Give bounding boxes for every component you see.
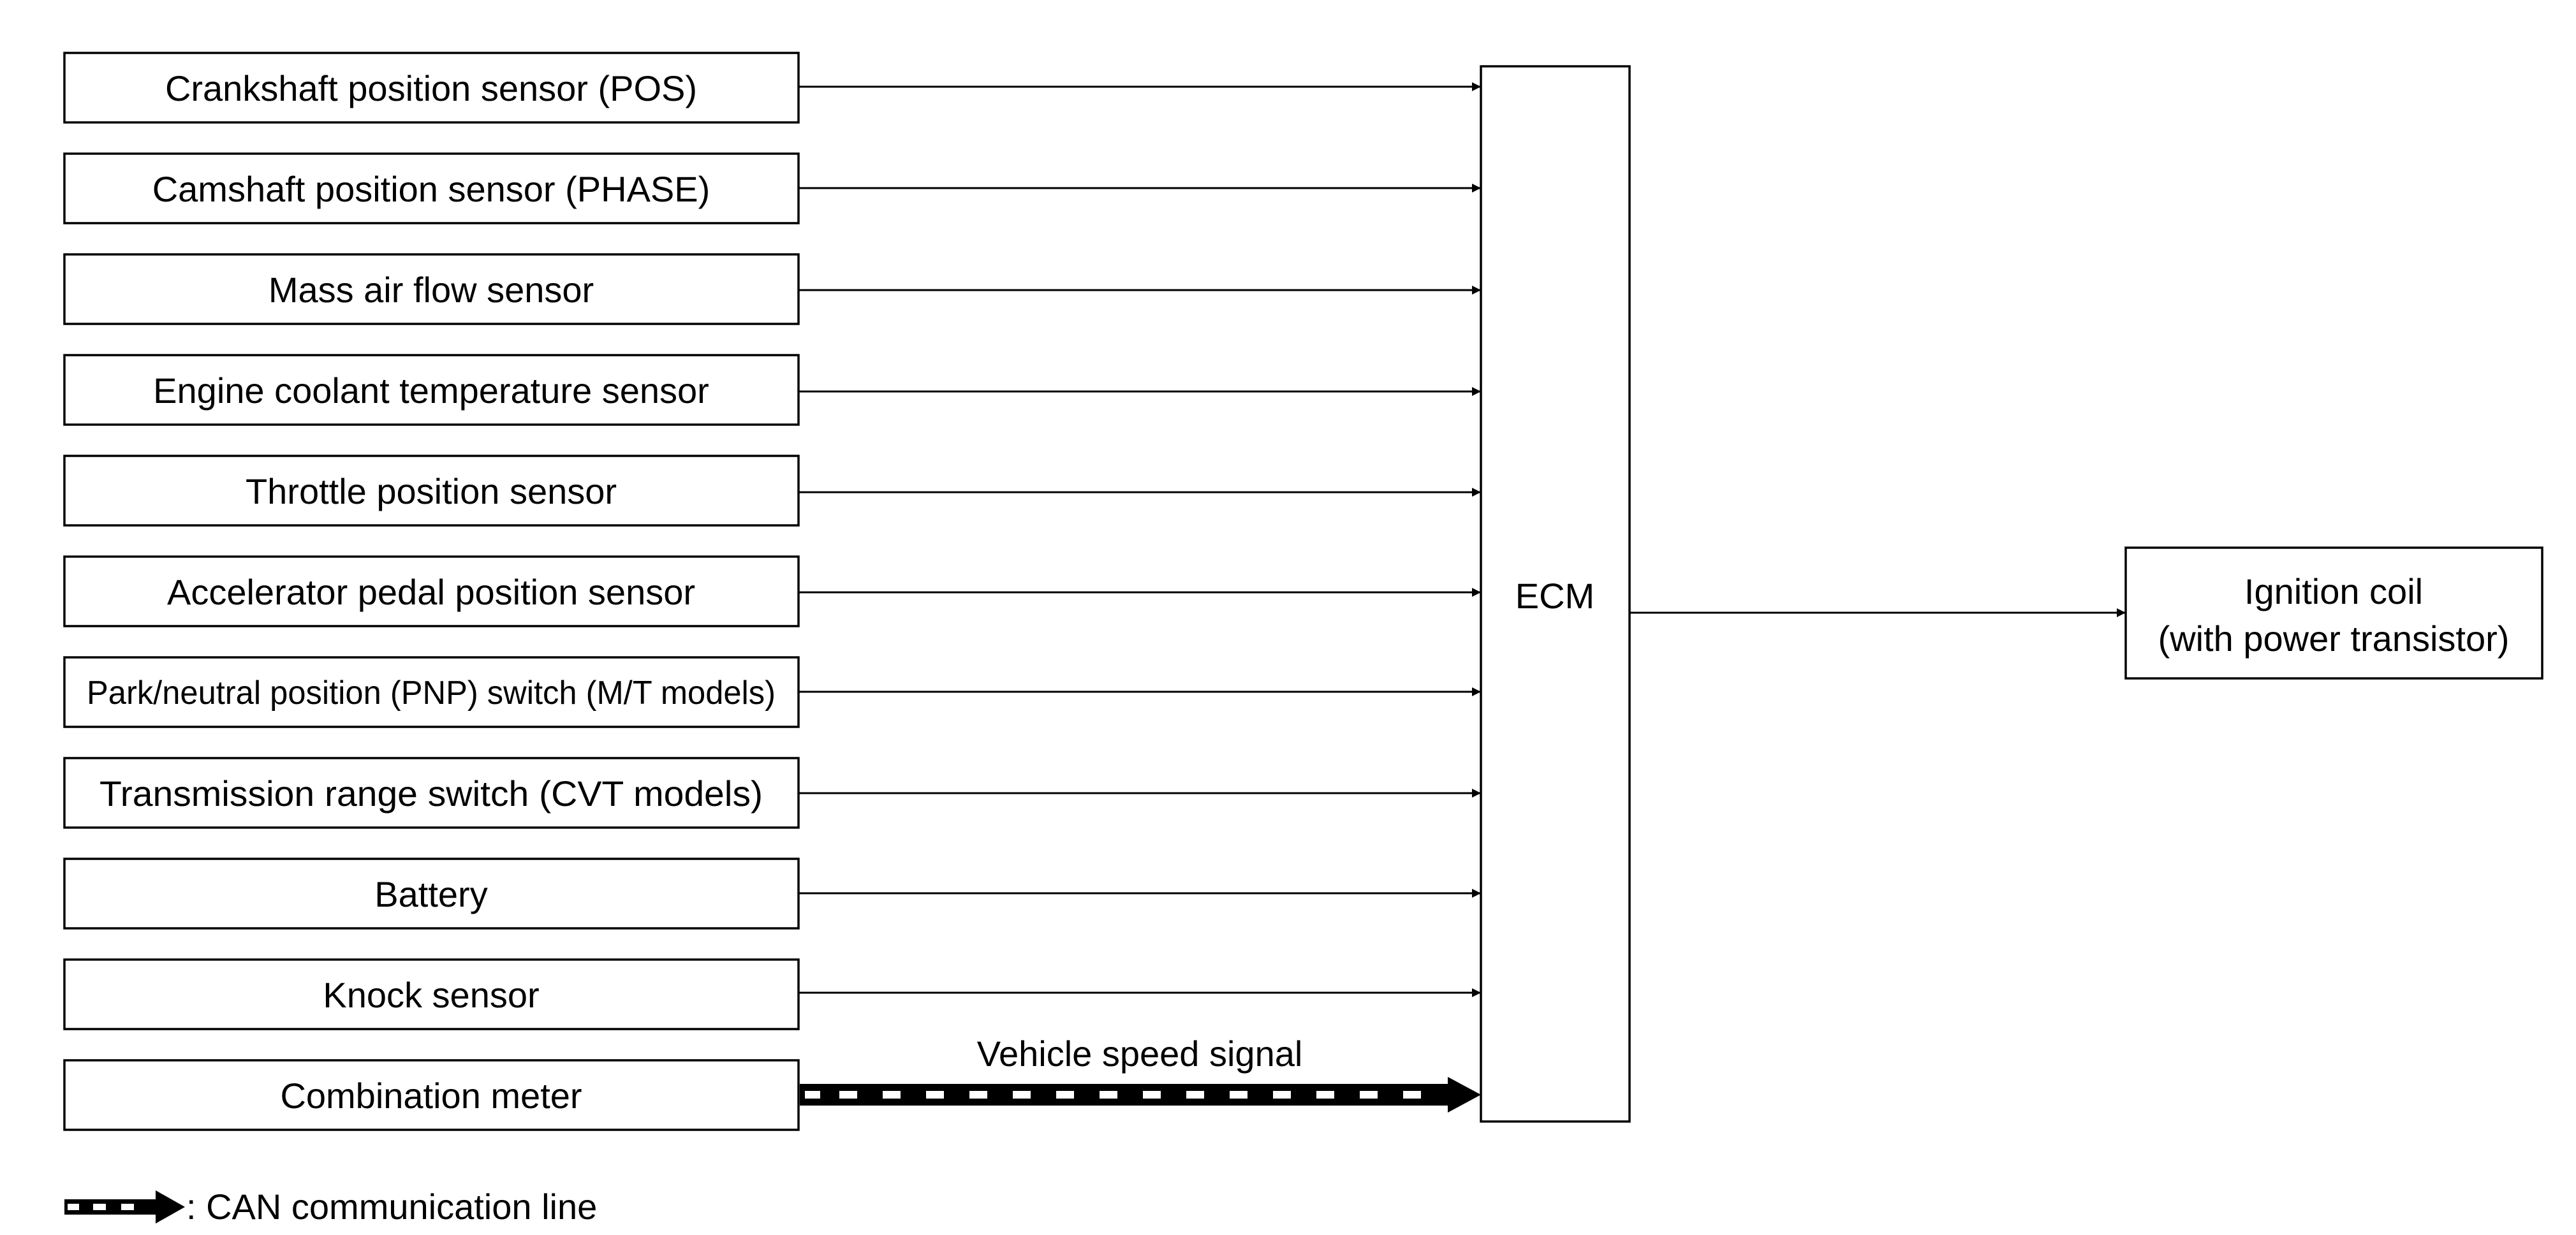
- input-box-7: Transmission range switch (CVT models): [63, 757, 800, 829]
- input-label-0: Crankshaft position sensor (POS): [165, 68, 697, 108]
- ignition-coil-label: Ignition coil: [2244, 571, 2423, 611]
- can-line-arrow: [800, 1077, 1481, 1113]
- input-box-4: Throttle position sensor: [63, 455, 800, 527]
- input-label-10: Combination meter: [280, 1076, 582, 1116]
- input-box-5: Accelerator pedal position sensor: [63, 555, 800, 627]
- input-label-5: Accelerator pedal position sensor: [167, 572, 695, 612]
- input-box-9: Knock sensor: [63, 958, 800, 1030]
- input-label-9: Knock sensor: [323, 975, 539, 1015]
- input-label-8: Battery: [374, 874, 487, 914]
- input-label-4: Throttle position sensor: [246, 471, 617, 511]
- input-box-8: Battery: [63, 858, 800, 930]
- can-signal-label: Vehicle speed signal: [977, 1034, 1303, 1074]
- input-box-0: Crankshaft position sensor (POS): [63, 52, 800, 124]
- input-label-3: Engine coolant temperature sensor: [153, 370, 709, 411]
- legend-can-symbol: [64, 1190, 185, 1224]
- input-label-6: Park/neutral position (PNP) switch (M/T …: [87, 675, 776, 712]
- ecm-box: ECM: [1480, 65, 1631, 1123]
- input-box-1: Camshaft position sensor (PHASE): [63, 152, 800, 224]
- input-box-10: Combination meter: [63, 1059, 800, 1131]
- input-label-7: Transmission range switch (CVT models): [99, 773, 763, 814]
- input-box-6: Park/neutral position (PNP) switch (M/T …: [63, 656, 800, 728]
- ecm-label: ECM: [1515, 576, 1594, 616]
- input-box-2: Mass air flow sensor: [63, 253, 800, 325]
- input-box-3: Engine coolant temperature sensor: [63, 354, 800, 426]
- ignition-coil-box: Ignition coil (with power transistor): [2124, 546, 2543, 680]
- input-label-2: Mass air flow sensor: [269, 270, 594, 310]
- legend-text: : CAN communication line: [186, 1187, 597, 1227]
- input-label-1: Camshaft position sensor (PHASE): [152, 169, 710, 209]
- ignition-coil-sublabel: (with power transistor): [2158, 618, 2510, 659]
